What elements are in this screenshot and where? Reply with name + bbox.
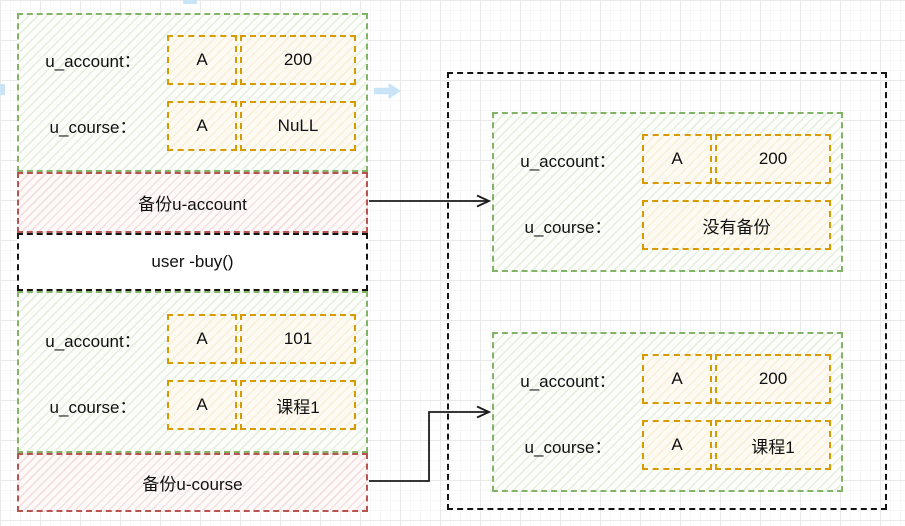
backup-course-label: 备份u-course bbox=[142, 475, 243, 494]
key-cell: A bbox=[642, 420, 712, 470]
field-label: u_course： bbox=[49, 397, 137, 417]
record-row: u_course： A 课程1 bbox=[19, 380, 366, 430]
user-buy-label: user -buy() bbox=[151, 252, 234, 271]
record-row: u_account： A 200 bbox=[494, 354, 841, 404]
value-cell: 200 bbox=[240, 34, 356, 85]
backup-result-course-box: u_account： A 200 u_course： A 课程1 bbox=[492, 332, 843, 492]
key-cell: A bbox=[642, 354, 712, 404]
record-row: u_account： A 101 bbox=[19, 314, 366, 364]
field-label: u_course： bbox=[524, 217, 612, 237]
value-cell: 没有备份 bbox=[642, 200, 831, 250]
after-buy-state-box: u_account： A 101 u_course： A 课程1 bbox=[17, 291, 368, 453]
field-label: u_course： bbox=[524, 437, 612, 457]
field-label: u_account： bbox=[45, 52, 141, 71]
record-row: u_account： A 200 bbox=[494, 134, 841, 184]
key-cell: A bbox=[167, 380, 237, 430]
blue-arrow-fragment-top-icon bbox=[183, 0, 197, 4]
value-cell: 课程1 bbox=[715, 420, 831, 470]
key-cell: A bbox=[167, 34, 237, 85]
value-cell: 200 bbox=[715, 134, 831, 184]
record-row: u_course： A NuLL bbox=[19, 100, 366, 151]
key-cell: A bbox=[167, 314, 237, 364]
backup-account-box: 备份u-account bbox=[17, 172, 368, 233]
record-row: u_course： 没有备份 bbox=[494, 200, 841, 250]
backup-result-account-box: u_account： A 200 u_course： 没有备份 bbox=[492, 112, 843, 272]
record-row: u_course： A 课程1 bbox=[494, 420, 841, 470]
key-cell: A bbox=[167, 100, 237, 151]
user-buy-method-box: user -buy() bbox=[17, 233, 368, 291]
value-cell: 101 bbox=[240, 314, 356, 364]
blue-arrow-fragment-left-icon bbox=[0, 84, 5, 95]
field-label: u_account： bbox=[520, 371, 616, 391]
backup-account-label: 备份u-account bbox=[138, 195, 247, 214]
key-cell: A bbox=[642, 134, 712, 184]
value-cell: NuLL bbox=[240, 100, 356, 151]
initial-state-box: u_account： A 200 u_course： A NuLL bbox=[17, 13, 368, 172]
blue-right-arrow-icon bbox=[374, 83, 401, 99]
value-cell: 课程1 bbox=[240, 380, 356, 430]
value-cell: 200 bbox=[715, 354, 831, 404]
backup-course-box: 备份u-course bbox=[17, 453, 368, 512]
record-row: u_account： A 200 bbox=[19, 34, 366, 85]
field-label: u_course： bbox=[49, 118, 137, 137]
field-label: u_account： bbox=[45, 331, 141, 351]
backup-results-container: u_account： A 200 u_course： 没有备份 u_accoun… bbox=[447, 72, 887, 510]
field-label: u_account： bbox=[520, 151, 616, 171]
